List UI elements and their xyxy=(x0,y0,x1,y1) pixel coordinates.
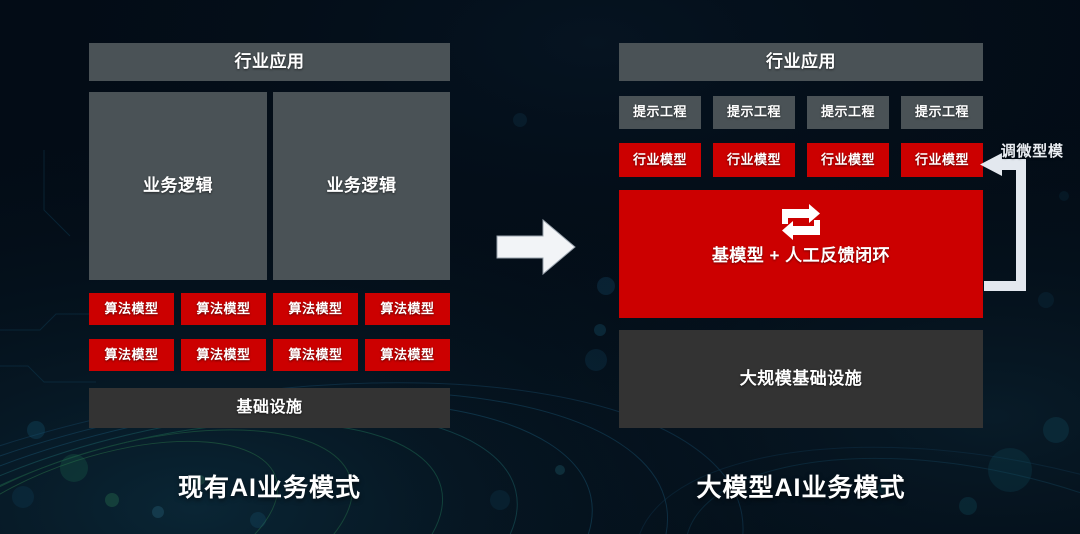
prompt-engineering-box-3[interactable]: 提示工程 xyxy=(807,96,889,129)
right-arrow-icon xyxy=(496,218,576,276)
base-model-label: 基模型 + 人工反馈闭环 xyxy=(711,246,891,265)
left-industry-application-box[interactable]: 行业应用 xyxy=(89,43,450,81)
left-algorithm-model-box-r1c4[interactable]: 算法模型 xyxy=(365,293,450,325)
industry-model-box-1[interactable]: 行业模型 xyxy=(619,143,701,177)
left-algorithm-model-box-r2c2[interactable]: 算法模型 xyxy=(181,339,266,371)
prompt-engineering-box-4[interactable]: 提示工程 xyxy=(901,96,983,129)
left-infrastructure-box[interactable]: 基础设施 xyxy=(89,388,450,428)
right-industry-application-box[interactable]: 行业应用 xyxy=(619,43,983,81)
industry-model-box-3[interactable]: 行业模型 xyxy=(807,143,889,177)
left-algorithm-model-box-r2c4[interactable]: 算法模型 xyxy=(365,339,450,371)
left-algorithm-model-box-r2c3[interactable]: 算法模型 xyxy=(273,339,358,371)
left-algorithm-model-box-r1c1[interactable]: 算法模型 xyxy=(89,293,174,325)
large-scale-infrastructure-box[interactable]: 大规模基础设施 xyxy=(619,330,983,428)
right-panel-caption: 大模型AI业务模式 xyxy=(696,474,906,502)
feedback-loop-arrow-icon xyxy=(980,153,1026,291)
prompt-engineering-box-2[interactable]: 提示工程 xyxy=(713,96,795,129)
loop-repeat-icon xyxy=(782,204,820,240)
industry-model-box-4[interactable]: 行业模型 xyxy=(901,143,983,177)
prompt-engineering-box-1[interactable]: 提示工程 xyxy=(619,96,701,129)
model-finetune-label: 模型微调 xyxy=(998,143,1063,162)
industry-model-box-2[interactable]: 行业模型 xyxy=(713,143,795,177)
left-algorithm-model-box-r2c1[interactable]: 算法模型 xyxy=(89,339,174,371)
left-panel-caption: 现有AI业务模式 xyxy=(177,474,361,502)
left-algorithm-model-box-r1c2[interactable]: 算法模型 xyxy=(181,293,266,325)
base-model-feedback-loop-box[interactable]: 基模型 + 人工反馈闭环 xyxy=(619,190,983,318)
left-algorithm-model-box-r1c3[interactable]: 算法模型 xyxy=(273,293,358,325)
left-business-logic-box-2[interactable]: 业务逻辑 xyxy=(273,92,450,280)
left-business-logic-box-1[interactable]: 业务逻辑 xyxy=(89,92,267,280)
